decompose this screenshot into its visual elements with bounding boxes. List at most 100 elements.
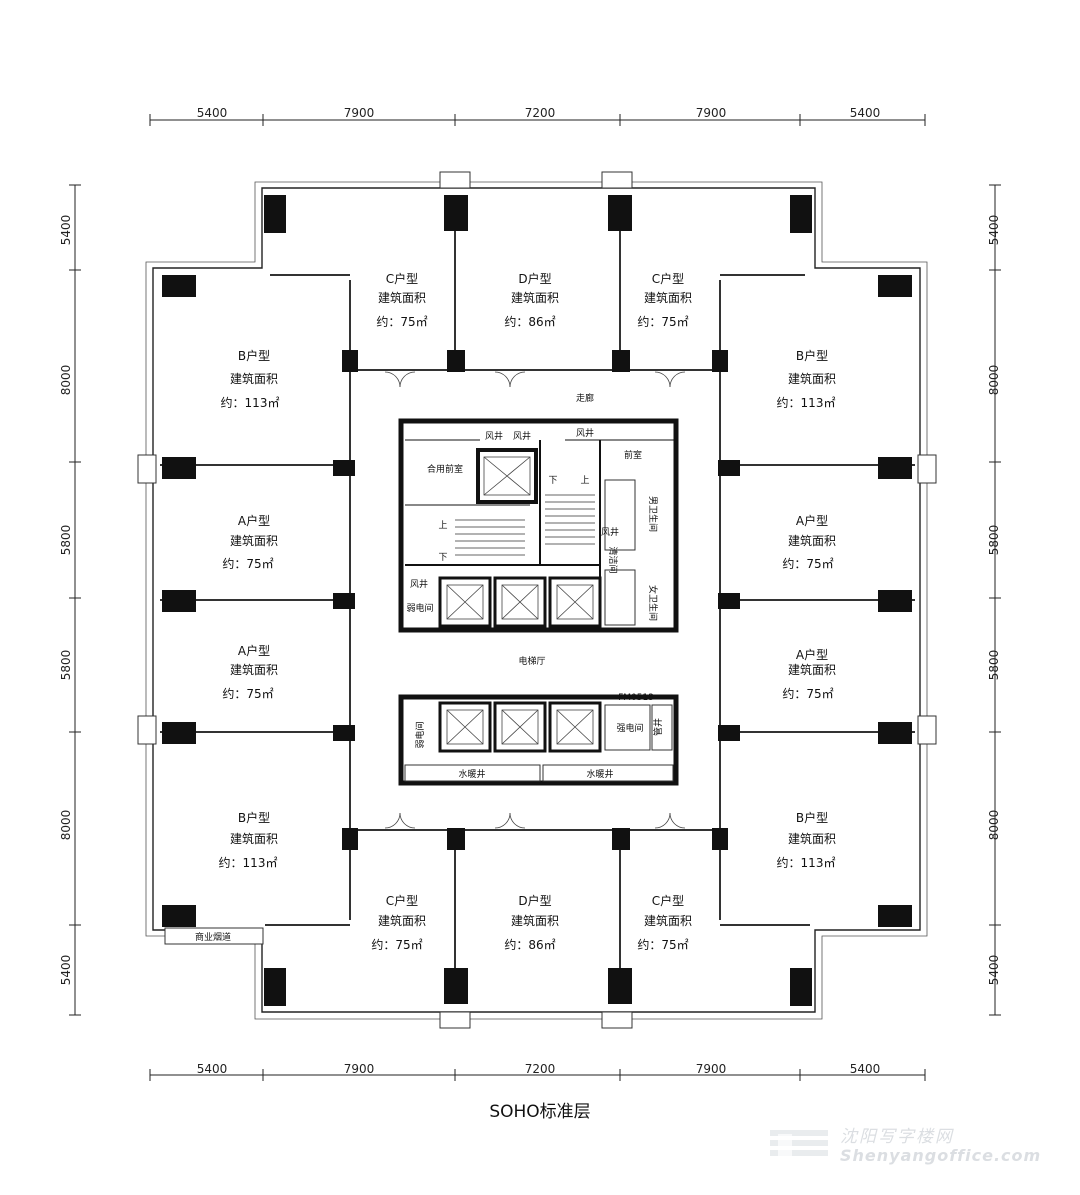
unit-area-label: 建筑面积 bbox=[378, 290, 426, 305]
men-wc-label: 男卫生间 bbox=[647, 496, 659, 532]
unit-area-label: 建筑面积 bbox=[511, 290, 559, 305]
dim-top-1: 5400 bbox=[197, 106, 228, 120]
dim-bottom-5: 5400 bbox=[850, 1062, 881, 1076]
stair-up-label: 上 bbox=[580, 475, 589, 486]
unit-area: 约：75㎡ bbox=[637, 314, 688, 329]
unit-area-label: 建筑面积 bbox=[230, 371, 278, 386]
unit-area: 约：113㎡ bbox=[219, 855, 278, 870]
service-rooms bbox=[404, 479, 674, 782]
water-heating-label: 水暖井 bbox=[586, 768, 613, 780]
dim-bottom-3: 7200 bbox=[525, 1062, 556, 1076]
unit-type: B户型 bbox=[796, 348, 828, 363]
dim-right-3: 5800 bbox=[987, 525, 1001, 556]
building-outline bbox=[145, 181, 928, 1020]
stair-down-label: 下 bbox=[548, 476, 557, 486]
unit-type: B户型 bbox=[238, 810, 270, 825]
dim-right-5: 8000 bbox=[987, 810, 1001, 841]
unit-area-label: 建筑面积 bbox=[644, 913, 692, 928]
watermark-logo-icon bbox=[770, 1130, 828, 1158]
shared-lobby-label: 合用前室 bbox=[427, 463, 463, 475]
unit-area: 约：75㎡ bbox=[376, 314, 427, 329]
shaft-label: 风井 bbox=[513, 430, 531, 442]
stair-down-label: 下 bbox=[438, 553, 447, 563]
elevator-hall-label: 电梯厅 bbox=[518, 655, 545, 667]
unit-c-top-right: C户型 建筑面积 约：75㎡ bbox=[637, 271, 692, 329]
unit-area-label: 建筑面积 bbox=[788, 831, 836, 846]
unit-area: 约：113㎡ bbox=[777, 395, 836, 410]
unit-type: A户型 bbox=[796, 647, 828, 662]
flue-label: 商业烟道 bbox=[195, 931, 231, 943]
floor-caption: SOHO标准层 bbox=[489, 1102, 591, 1122]
flue-box bbox=[164, 927, 264, 945]
unit-type: C户型 bbox=[652, 271, 684, 286]
unit-type: A户型 bbox=[238, 513, 270, 528]
unit-area: 约：86㎡ bbox=[504, 937, 555, 952]
shaft-label: 风井 bbox=[485, 430, 503, 442]
strong-room-label: 强电间 bbox=[616, 722, 643, 734]
shaft-label: 风井 bbox=[576, 427, 594, 439]
unit-d-bottom: D户型 建筑面积 约：86㎡ bbox=[504, 893, 559, 952]
unit-area: 约：113㎡ bbox=[221, 395, 280, 410]
unit-area: 约：75㎡ bbox=[371, 937, 422, 952]
unit-area: 约：75㎡ bbox=[782, 686, 833, 701]
dimension-lines bbox=[69, 114, 1001, 1081]
unit-type: B户型 bbox=[238, 348, 270, 363]
dim-bottom-1: 5400 bbox=[197, 1062, 228, 1076]
dim-right-6: 5400 bbox=[987, 955, 1001, 986]
unit-area: 约：86㎡ bbox=[504, 314, 555, 329]
shaft-label: 风井 bbox=[601, 526, 619, 538]
stair-up-label: 上 bbox=[438, 520, 447, 531]
dim-left-4: 5800 bbox=[59, 650, 73, 681]
unit-type: A户型 bbox=[238, 643, 270, 658]
dim-top-2: 7900 bbox=[344, 106, 375, 120]
unit-b-bottom-left: B户型 建筑面积 约：113㎡ bbox=[219, 810, 278, 870]
dim-bottom-4: 7900 bbox=[696, 1062, 727, 1076]
unit-type: D户型 bbox=[518, 271, 551, 286]
unit-labels: C户型 建筑面积 约：75㎡ D户型 建筑面积 约：86㎡ C户型 建筑面积 约… bbox=[219, 271, 836, 952]
dim-left-6: 5400 bbox=[59, 955, 73, 986]
clean-room-label: 清洁间 bbox=[607, 546, 619, 573]
unit-area-label: 建筑面积 bbox=[378, 913, 426, 928]
columns bbox=[162, 195, 912, 1006]
dim-right-2: 8000 bbox=[987, 365, 1001, 396]
core-walls bbox=[398, 418, 679, 786]
corridor-label: 走廊 bbox=[576, 392, 594, 404]
unit-b-bottom-right: B户型 建筑面积 约：113㎡ bbox=[777, 810, 836, 870]
unit-area: 约：75㎡ bbox=[637, 937, 688, 952]
dim-left-3: 5800 bbox=[59, 525, 73, 556]
core-labels: 走廊 电梯厅 合用前室 前室 风井 风井 风井 风井 风井 上 下 上 下 弱电… bbox=[195, 392, 664, 943]
stairs bbox=[455, 494, 595, 556]
watermark: 沈阳写字楼网 Shenyangoffice.com bbox=[768, 1122, 1068, 1172]
unit-area-label: 建筑面积 bbox=[230, 831, 278, 846]
unit-type: C户型 bbox=[386, 893, 418, 908]
dim-right-1: 5400 bbox=[987, 215, 1001, 246]
unit-type: A户型 bbox=[796, 513, 828, 528]
doors bbox=[384, 371, 686, 829]
unit-c-bottom-right: C户型 建筑面积 约：75㎡ bbox=[637, 893, 692, 952]
women-wc-label: 女卫生间 bbox=[647, 585, 659, 621]
unit-c-top-left: C户型 建筑面积 约：75㎡ bbox=[376, 271, 427, 329]
dim-bottom-2: 7900 bbox=[344, 1062, 375, 1076]
unit-area: 约：75㎡ bbox=[782, 556, 833, 571]
weak-room-label: 弱电间 bbox=[406, 602, 433, 614]
unit-area-label: 建筑面积 bbox=[230, 533, 278, 548]
unit-area-label: 建筑面积 bbox=[644, 290, 692, 305]
unit-c-bottom-left: C户型 建筑面积 约：75㎡ bbox=[371, 893, 426, 952]
unit-a-right-2: A户型 建筑面积 约：75㎡ bbox=[782, 647, 836, 701]
door-code-label: FM0513 bbox=[618, 693, 654, 703]
unit-b-top-left: B户型 建筑面积 约：113㎡ bbox=[221, 348, 280, 410]
dim-left-5: 8000 bbox=[59, 810, 73, 841]
weak-room-label: 弱电间 bbox=[414, 721, 426, 748]
dim-top-5: 5400 bbox=[850, 106, 881, 120]
unit-a-left-1: A户型 建筑面积 约：75㎡ bbox=[222, 513, 278, 571]
unit-b-top-right: B户型 建筑面积 约：113㎡ bbox=[777, 348, 836, 410]
unit-area-label: 建筑面积 bbox=[230, 662, 278, 677]
watermark-en: Shenyangoffice.com bbox=[840, 1146, 1042, 1165]
dim-left-2: 8000 bbox=[59, 365, 73, 396]
dim-top-4: 7900 bbox=[696, 106, 727, 120]
unit-type: C户型 bbox=[652, 893, 684, 908]
unit-area-label: 建筑面积 bbox=[788, 662, 836, 677]
unit-area: 约：113㎡ bbox=[777, 855, 836, 870]
unit-d-top: D户型 建筑面积 约：86㎡ bbox=[504, 271, 559, 329]
